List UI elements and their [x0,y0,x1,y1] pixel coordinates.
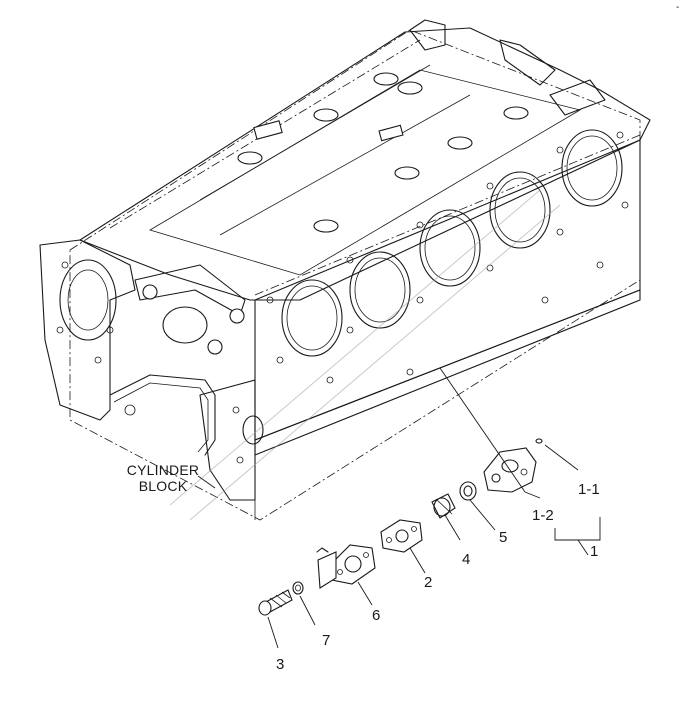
cylinder-block [39,19,651,521]
deck-bosses [237,72,529,233]
watermark [169,189,561,521]
cylinder-block-label-line2: BLOCK [138,478,188,494]
callout-2: 2 [424,574,433,591]
cylinder-block-label: CYLINDER BLOCK [118,462,208,494]
leader-lines [197,367,601,649]
cylinder-block-label-line1: CYLINDER [126,462,200,478]
callout-1: 1 [590,543,599,560]
callout-3: 4 [462,551,471,568]
part-4-washer [459,481,477,501]
callout-1-1: 1-1 [578,481,600,498]
bolt-holes [266,131,629,384]
part-5-flange-pipe [316,544,376,589]
callout-4: 5 [499,529,508,546]
part-3-fitting [431,493,456,519]
callout-7: 7 [322,632,331,649]
part-2-gasket [380,519,423,553]
callout-1-2: 1-2 [532,507,554,524]
callout-5: 6 [372,607,381,624]
part-1-adapter [483,438,543,493]
part-7-o-ring [292,581,304,595]
exploded-parts [258,438,543,616]
part-6-bolt [258,589,293,616]
callout-6: 3 [276,656,285,673]
corner-mark: - [676,2,680,13]
cylinder-bores [281,129,623,357]
